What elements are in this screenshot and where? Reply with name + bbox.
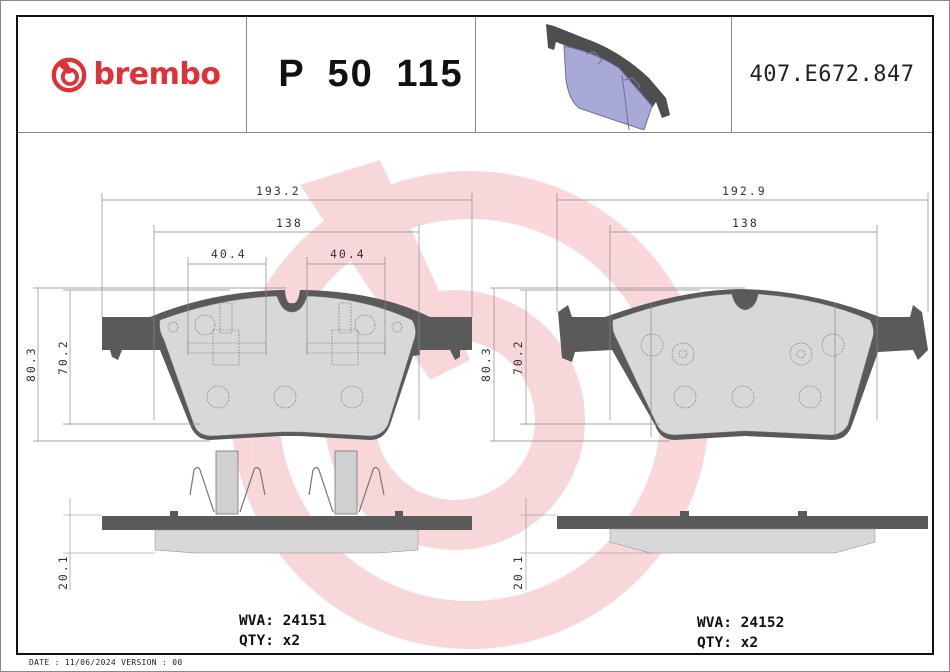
dim-thickness-left: 20.1 xyxy=(56,554,70,590)
date-version-footer: DATE : 11/06/2024 VERSION : 00 xyxy=(29,658,183,667)
dim-thickness-right: 20.1 xyxy=(511,554,525,590)
wva-label: WVA: xyxy=(239,613,274,629)
dim-friction-height-right: 70.2 xyxy=(511,339,525,375)
qty-value: x2 xyxy=(282,633,301,649)
right-pad-side-view: 20.1 xyxy=(511,498,928,590)
wva-value: 24152 xyxy=(740,615,785,631)
brand-logo: brembo xyxy=(50,56,221,94)
dim-clip-left-width: 40.4 xyxy=(211,247,247,261)
qty-label: QTY: xyxy=(239,633,274,649)
part-number: P 50 115 xyxy=(278,53,464,95)
product-image-cell xyxy=(476,17,732,132)
qty-value: x2 xyxy=(740,635,759,651)
brand-name: brembo xyxy=(93,57,221,92)
catalog-code: 407.E672.847 xyxy=(749,62,915,87)
left-pad-info: WVA: 24151 QTY: x2 xyxy=(239,611,326,651)
left-pad-side-view: 20.1 xyxy=(56,450,472,590)
logo-cell: brembo xyxy=(18,17,247,132)
right-pad-front-view: 192.9 138 80.3 70.2 xyxy=(479,184,929,442)
title-block: brembo P 50 115 407.E672.847 xyxy=(18,17,932,133)
dim-inner-width-left: 138 xyxy=(276,216,303,230)
dim-total-height-left: 80.3 xyxy=(24,346,38,382)
wva-row-right: WVA: 24152 xyxy=(697,613,784,633)
dim-overall-width-right: 192.9 xyxy=(722,184,767,198)
qty-row-right: QTY: x2 xyxy=(697,633,784,653)
qty-row-left: QTY: x2 xyxy=(239,631,326,651)
catalog-code-cell: 407.E672.847 xyxy=(732,17,932,132)
left-pad-front-view: 193.2 138 40.4 40.4 80.3 70.2 xyxy=(24,184,473,442)
qty-label: QTY: xyxy=(697,635,732,651)
part-number-cell: P 50 115 xyxy=(247,17,476,132)
wva-label: WVA: xyxy=(697,615,732,631)
wva-row-left: WVA: 24151 xyxy=(239,611,326,631)
drawing-sheet: brembo P 50 115 407.E672.847 xyxy=(16,15,934,655)
dim-total-height-right: 80.3 xyxy=(479,346,493,382)
dim-inner-width-right: 138 xyxy=(732,216,759,230)
brembo-logo-icon xyxy=(51,57,86,92)
brake-pad-render-icon xyxy=(545,23,670,130)
wva-value: 24151 xyxy=(282,613,327,629)
dim-overall-width-left: 193.2 xyxy=(256,184,301,198)
dim-clip-right-width: 40.4 xyxy=(330,247,366,261)
right-pad-info: WVA: 24152 QTY: x2 xyxy=(697,613,784,653)
dim-friction-height-left: 70.2 xyxy=(56,339,70,375)
